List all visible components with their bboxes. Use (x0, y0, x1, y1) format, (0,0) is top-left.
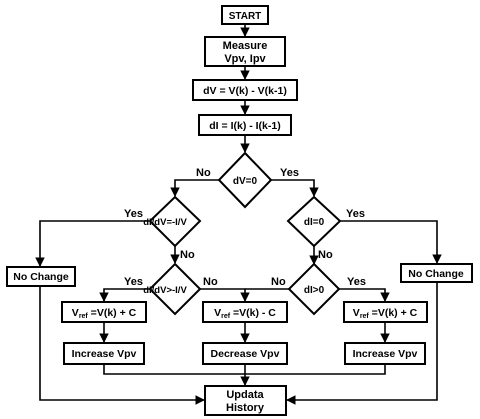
vref-right-node: Vref =V(k) + C (343, 301, 428, 323)
di-node: dI = I(k) - I(k-1) (198, 114, 292, 136)
vref-mid-sub: ref (221, 313, 231, 320)
increase-right-node: Increase Vpv (344, 342, 426, 365)
edge-label-digt0-no: No (271, 276, 286, 288)
edge-label-didvgt-no: No (203, 276, 218, 288)
update-label-line1: Updata (226, 389, 264, 401)
edge-labels: No Yes Yes No Yes No Yes No No Yes (124, 167, 366, 288)
edge-didvgt-no (200, 288, 250, 302)
dv-node: dV = V(k) - V(k-1) (192, 79, 298, 101)
increase-right-label: Increase Vpv (353, 348, 418, 360)
measure-label-line1: Measure (223, 40, 268, 52)
edge-didvgt-yes (99, 288, 150, 302)
edge-label-didveq-no: No (180, 249, 195, 261)
edge-label-dv0-no: No (196, 167, 211, 179)
didv-equal-decision: dI/dV= -I/V (143, 195, 202, 248)
di-greater-zero-label: dI>0 (304, 285, 325, 296)
dv0-decision: dV=0 (217, 151, 273, 209)
vref-right-sub: ref (360, 313, 370, 320)
didv-greater-label-b: -I/V (172, 285, 187, 296)
vref-left-expr: =V(k) + C (88, 307, 137, 319)
vref-mid-v: V (214, 307, 221, 319)
start-label: START (229, 11, 262, 22)
di0-label: dI=0 (304, 217, 325, 228)
vref-mid-node: Vref =V(k) - C (202, 301, 288, 323)
edge-di0-yes (340, 220, 442, 264)
didv-greater-decision: dI/dV> -I/V (143, 262, 202, 316)
increase-left-label: Increase Vpv (72, 348, 137, 360)
decrease-mid-label: Decrease Vpv (211, 348, 280, 360)
no-change-left-label: No Change (13, 271, 69, 283)
no-change-left-node: No Change (6, 266, 76, 287)
vref-left-node: Vref =V(k) + C (61, 301, 147, 323)
edge-dv0-no (170, 179, 219, 197)
di0-decision: dI=0 (286, 195, 342, 248)
vref-left-sub: ref (79, 313, 89, 320)
edge-label-di0-no: No (318, 249, 333, 261)
edge-label-didveq-yes: Yes (124, 208, 143, 220)
vref-right-v: V (353, 307, 360, 319)
measure-label-line2: Vpv, Ipv (224, 53, 266, 65)
edge-label-dv0-yes: Yes (280, 167, 299, 179)
vref-mid-expr: =V(k) - C (230, 307, 276, 319)
vref-left-v: V (72, 307, 79, 319)
measure-node: Measure Vpv, Ipv (204, 36, 286, 67)
di-label: dI = I(k) - I(k-1) (209, 120, 280, 132)
edge-nochanger-update (286, 282, 438, 405)
edge-incr-merge (245, 364, 386, 375)
dv0-label: dV=0 (233, 176, 258, 187)
edge-dv0-yes (271, 179, 319, 197)
update-label-line2: History (226, 402, 265, 414)
vref-mid-label: Vref =V(k) - C (214, 307, 276, 320)
vref-right-expr: =V(k) + C (369, 307, 418, 319)
vref-right-label: Vref =V(k) + C (353, 307, 418, 320)
edge-label-didvgt-yes: Yes (124, 276, 143, 288)
increase-left-node: Increase Vpv (63, 342, 145, 365)
dv-label: dV = V(k) - V(k-1) (203, 85, 287, 97)
edge-nochangel-update (39, 286, 205, 405)
di-greater-zero-decision: dI>0 (287, 262, 341, 316)
vref-left-label: Vref =V(k) + C (72, 307, 137, 320)
start-node: START (221, 5, 269, 25)
decrease-mid-node: Decrease Vpv (202, 342, 288, 365)
edge-label-digt0-yes: Yes (347, 276, 366, 288)
edge-digt0-yes (339, 288, 390, 302)
didv-greater-label-a: dI/dV> (143, 285, 172, 296)
edge-didveq-yes (35, 220, 149, 267)
no-change-right-label: No Change (408, 268, 464, 280)
didv-equal-label-b: -I/V (172, 217, 187, 228)
edge-incl-merge (103, 364, 245, 375)
didv-equal-label-a: dI/dV= (143, 217, 172, 228)
edges (35, 24, 442, 405)
update-history-node: Updata History (204, 385, 287, 416)
no-change-right-node: No Change (400, 263, 473, 283)
edge-label-di0-yes: Yes (346, 208, 365, 220)
